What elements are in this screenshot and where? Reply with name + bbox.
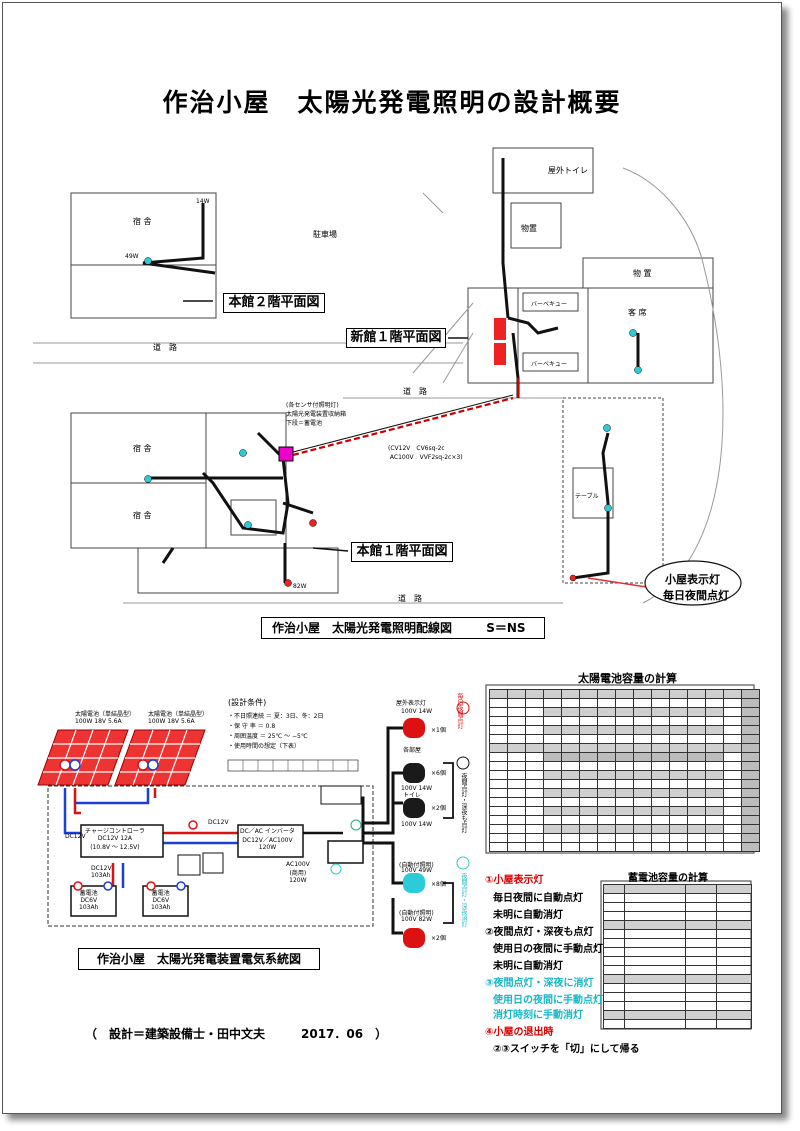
callout-line-2: 毎日夜間点灯 bbox=[663, 589, 729, 602]
panel-2-label: 太陽電池（単結晶型） 100W 18V 5.6A bbox=[148, 711, 209, 725]
honkan-1f-label: 本館１階平面図 bbox=[351, 542, 453, 562]
electrical-caption: 作治小屋 太陽光発電装置電気系統図 bbox=[78, 948, 320, 970]
side-note-3: 夜間点灯・深夜消灯 bbox=[460, 873, 467, 927]
load-5-count: ×2個 bbox=[431, 935, 446, 942]
battery-capacity-title: 蓄電池容量の計算 bbox=[628, 873, 708, 884]
condition-2: ・保 守 率 ＝ 0.8 bbox=[228, 723, 276, 730]
parking-label: 駐車場 bbox=[313, 230, 337, 239]
legend-11: ②③スイッチを「切」にして帰る bbox=[493, 1044, 640, 1055]
load-3-spec: 100V 14W bbox=[401, 821, 433, 828]
road-label-3: 道 路 bbox=[398, 594, 422, 603]
load-4-spec: 100V 49W bbox=[401, 867, 433, 874]
legend-4: ②夜間点灯・深夜も点灯 bbox=[485, 927, 594, 938]
storage2-label: 物 置 bbox=[633, 269, 652, 278]
outdoor-toilet-label: 屋外トイレ bbox=[548, 166, 588, 175]
capacity-title: 太陽電池容量の計算 bbox=[578, 672, 677, 685]
load-3-label: トイレ bbox=[403, 792, 422, 799]
designer-credit: （ 設計＝建築設備士・田中文夫 2017．06 ） bbox=[85, 1027, 388, 1041]
load-1-spec: 100V 14W bbox=[401, 708, 433, 715]
bedroom-label-2: 宿 舎 bbox=[133, 444, 152, 453]
lamp-label-49w: 49W bbox=[125, 253, 139, 260]
load-2-spec: 100V 14W bbox=[401, 785, 433, 792]
page-title: 作治小屋 太陽光発電照明の設計概要 bbox=[162, 88, 622, 117]
shinkan-1f-label: 新館１階平面図 bbox=[346, 328, 446, 348]
design-sheet: 作治小屋 太陽光発電照明の設計概要 bbox=[2, 2, 782, 1114]
storage-label: 物置 bbox=[521, 224, 537, 233]
panel-1-label: 太陽電池（単結晶型） 100W 18V 5.6A bbox=[75, 711, 136, 725]
legend-1: ①小屋表示灯 bbox=[485, 875, 544, 886]
solar-capacity-table bbox=[489, 689, 760, 852]
bedroom-label-1: 宿 舎 bbox=[133, 217, 152, 226]
legend-5: 使用日の夜間に手動点灯 bbox=[493, 944, 603, 955]
barbecue-label-2: バーベキュー bbox=[531, 361, 568, 368]
battery-capacity-table bbox=[603, 884, 752, 1029]
conditions-title: (設計条件) bbox=[228, 698, 267, 707]
load-5-label: (自動付照明) bbox=[399, 910, 434, 917]
load-3-count: ×2個 bbox=[431, 805, 446, 812]
ac100v-label: AC100V (商用) 120W bbox=[286, 861, 310, 884]
road-label-2: 道 路 bbox=[403, 387, 427, 396]
wiring-plan-drawing bbox=[33, 147, 742, 606]
dc12v-label-2: DC12V bbox=[65, 833, 86, 840]
battery-2-label: 蓄電池 DC6V 103Ah bbox=[151, 890, 171, 911]
inverter-label: DC／AC インバータ DC12V／AC100V 120W bbox=[240, 828, 295, 851]
legend-2: 毎日夜間に自動点灯 bbox=[493, 893, 583, 904]
electrical-diagram bbox=[37, 684, 755, 1030]
load-4-label: (自動付照明) bbox=[399, 862, 434, 869]
load-5-spec: 100V 82W bbox=[401, 916, 433, 923]
legend-8: 使用日の夜間に手動点灯 bbox=[493, 995, 603, 1006]
load-4-count: ×8個 bbox=[431, 881, 446, 888]
wiring-plan-caption: 作治小屋 太陽光発電照明配線図 S＝NS bbox=[261, 617, 545, 639]
callout-line-1: 小屋表示灯 bbox=[665, 573, 720, 586]
legend-3: 未明に自動消灯 bbox=[493, 910, 563, 921]
legend-9: 消灯時刻に手動消灯 bbox=[493, 1010, 583, 1021]
honkan-2f-label: 本館２階平面図 bbox=[223, 293, 325, 313]
controller-label: チャージコントローラ DC12V 12A (10.8V ～ 12.5V) bbox=[85, 828, 145, 851]
barbecue-label-1: バーベキュー bbox=[531, 301, 568, 308]
legend-6: 未明に自動消灯 bbox=[493, 961, 563, 972]
legend-7: ③夜間点灯・深夜に消灯 bbox=[485, 978, 594, 989]
load-2-count: ×6個 bbox=[431, 770, 446, 777]
bedroom-label-3: 宿 舎 bbox=[133, 511, 152, 520]
wiring-plan-scale: S＝NS bbox=[486, 621, 526, 635]
road-label-1: 道 路 bbox=[153, 343, 177, 352]
legend-10: ④小屋の退出時 bbox=[485, 1027, 554, 1038]
condition-3: ・周囲温度 ＝ 25℃ ～ −5℃ bbox=[228, 733, 308, 740]
cable-note: (CV12V CV6sq-2c AC100V VVF2sq-2c×3) bbox=[388, 445, 463, 461]
side-note-1: 毎日夜間点灯 bbox=[456, 693, 463, 729]
side-note-2: 夜間点灯・深夜も点灯 bbox=[460, 773, 467, 833]
table-label: テーブル bbox=[575, 493, 599, 500]
condition-1: ・不日照連続 ＝ 夏：3日、冬：2日 bbox=[228, 713, 324, 720]
battery-total-label: DC12V 103Ah bbox=[91, 865, 112, 879]
load-1-label: 屋外表示灯 bbox=[396, 700, 427, 707]
load-2-label: 各部屋 bbox=[403, 747, 422, 754]
power-box-note: (各センサ付照明灯) 太陽光発電装置収納箱 下段＝蓄電池 bbox=[286, 402, 347, 427]
guest-room-label: 客 席 bbox=[628, 308, 647, 317]
dc12v-label: DC12V bbox=[208, 819, 229, 826]
lamp-label-14w: 14W bbox=[196, 198, 210, 205]
wiring-plan-title: 作治小屋 太陽光発電照明配線図 bbox=[272, 621, 453, 635]
condition-4: ・使用時間の想定（下表） bbox=[228, 743, 301, 750]
battery-1-label: 蓄電池 DC6V 103Ah bbox=[79, 890, 99, 911]
lamp-label-82w: 82W bbox=[293, 583, 307, 590]
load-1-count: ×1個 bbox=[431, 727, 446, 734]
